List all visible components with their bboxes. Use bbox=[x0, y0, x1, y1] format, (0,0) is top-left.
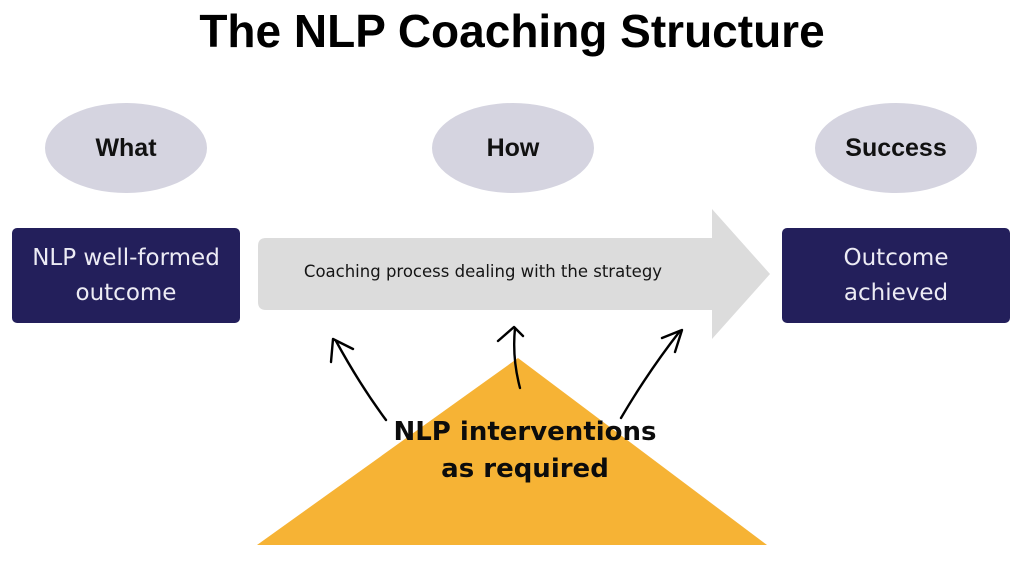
right-arrow-head-icon bbox=[660, 328, 684, 354]
what-oval: What bbox=[45, 103, 207, 193]
left-arrow-head-icon bbox=[329, 337, 355, 364]
how-oval: How bbox=[432, 103, 594, 193]
process-arrow bbox=[258, 209, 770, 339]
center-arrow-icon bbox=[512, 326, 522, 390]
well-formed-outcome-text: NLP well-formed outcome bbox=[32, 244, 220, 306]
outcome-achieved-box: Outcome achieved bbox=[782, 228, 1010, 323]
interventions-text: NLP interventions as required bbox=[393, 417, 657, 484]
process-arrow-text: Coaching process dealing with the strate… bbox=[303, 262, 663, 281]
left-arrow-icon bbox=[334, 339, 388, 422]
what-label: What bbox=[95, 133, 157, 162]
interventions-triangle bbox=[257, 358, 767, 545]
success-label: Success bbox=[845, 133, 947, 162]
how-label: How bbox=[486, 133, 540, 162]
center-arrow-head-icon bbox=[496, 325, 525, 343]
well-formed-outcome-box: NLP well-formed outcome bbox=[12, 228, 240, 323]
outcome-achieved-text: Outcome achieved bbox=[843, 244, 949, 306]
diagram-title: The NLP Coaching Structure bbox=[199, 5, 825, 57]
success-oval: Success bbox=[815, 103, 977, 193]
right-arrow-icon bbox=[619, 329, 682, 420]
